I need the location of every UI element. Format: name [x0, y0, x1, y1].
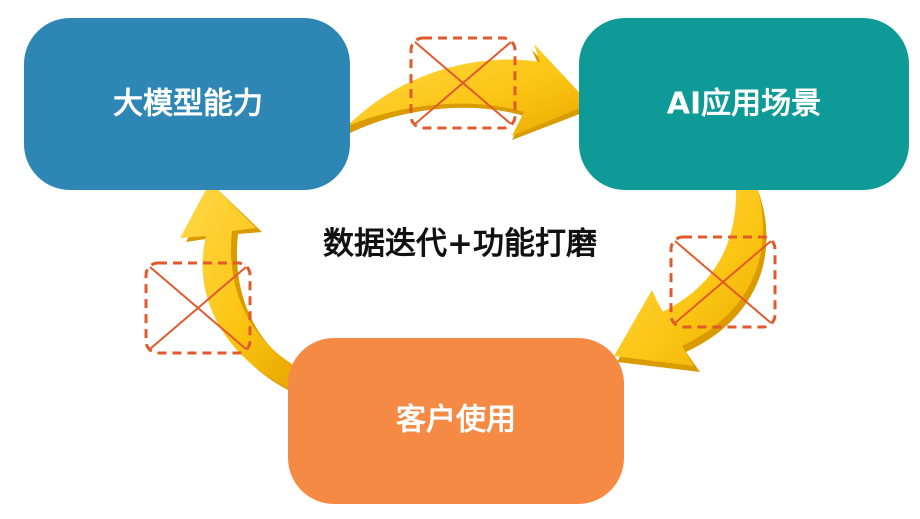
placeholder-left-line-b — [149, 266, 247, 350]
arrow-app-to-client-body — [614, 183, 764, 366]
placeholder-left — [144, 261, 252, 355]
node-app: AI应用场景 — [579, 18, 909, 190]
node-client: 客户使用 — [288, 338, 624, 504]
placeholder-top-box — [409, 36, 517, 130]
arrow-model-to-app — [348, 44, 590, 140]
placeholder-left-box — [144, 261, 252, 355]
node-app-label: AI应用场景 — [667, 87, 821, 122]
arrow-client-to-model — [180, 182, 292, 392]
node-model-label: 大模型能力 — [113, 87, 263, 122]
node-model: 大模型能力 — [24, 18, 350, 190]
placeholder-right-line-b — [674, 240, 772, 324]
arrow-app-to-client — [614, 183, 767, 372]
arrow-model-to-app-body — [348, 44, 590, 136]
placeholder-top — [409, 36, 517, 130]
arrow-client-to-model-body — [180, 182, 292, 390]
placeholder-right-box — [669, 235, 777, 329]
node-client-label: 客户使用 — [396, 403, 516, 438]
placeholder-right — [669, 235, 777, 329]
placeholder-top-line-b — [414, 41, 512, 125]
node-client-box — [288, 338, 624, 504]
node-app-box — [579, 18, 909, 190]
center-label: 数据迭代+功能打磨 — [323, 226, 597, 262]
node-model-box — [24, 18, 350, 190]
